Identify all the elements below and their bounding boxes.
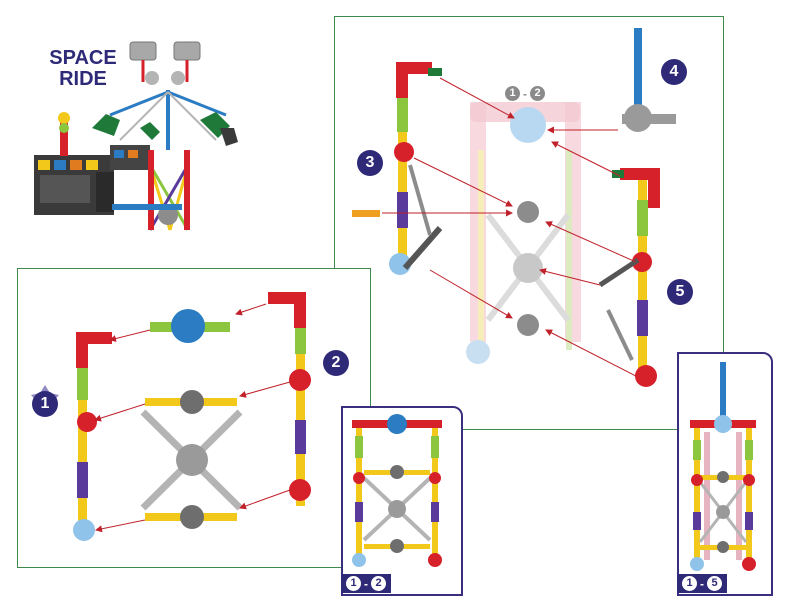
step-1-2-frame	[73, 292, 311, 541]
step-5-badge: 5	[667, 279, 693, 305]
preview-1-2-illustration	[352, 414, 442, 567]
preview-1-5-illustration	[690, 362, 756, 571]
preview-1-5-from: 1	[682, 576, 697, 591]
step-1-badge: 1	[32, 391, 58, 417]
ghost-sequence-from: 1	[505, 86, 520, 101]
ghost-sequence-label: 1 - 2	[505, 86, 545, 101]
ghost-sequence-to: 2	[530, 86, 545, 101]
preview-1-5-dash: -	[700, 577, 704, 591]
step-2-badge: 2	[323, 350, 349, 376]
preview-1-2-from: 1	[346, 576, 361, 591]
preview-1-2-label: 1 - 2	[341, 574, 391, 593]
step-4-badge: 4	[661, 59, 687, 85]
preview-1-5-label: 1 - 5	[677, 574, 727, 593]
step-3-badge: 3	[357, 150, 383, 176]
preview-1-5-to: 5	[707, 576, 722, 591]
ghost-sequence-dash: -	[523, 87, 527, 101]
step-3-5-frame	[352, 28, 676, 387]
completed-model-illustration	[34, 42, 238, 230]
preview-1-2-to: 2	[371, 576, 386, 591]
preview-1-2-dash: -	[364, 577, 368, 591]
